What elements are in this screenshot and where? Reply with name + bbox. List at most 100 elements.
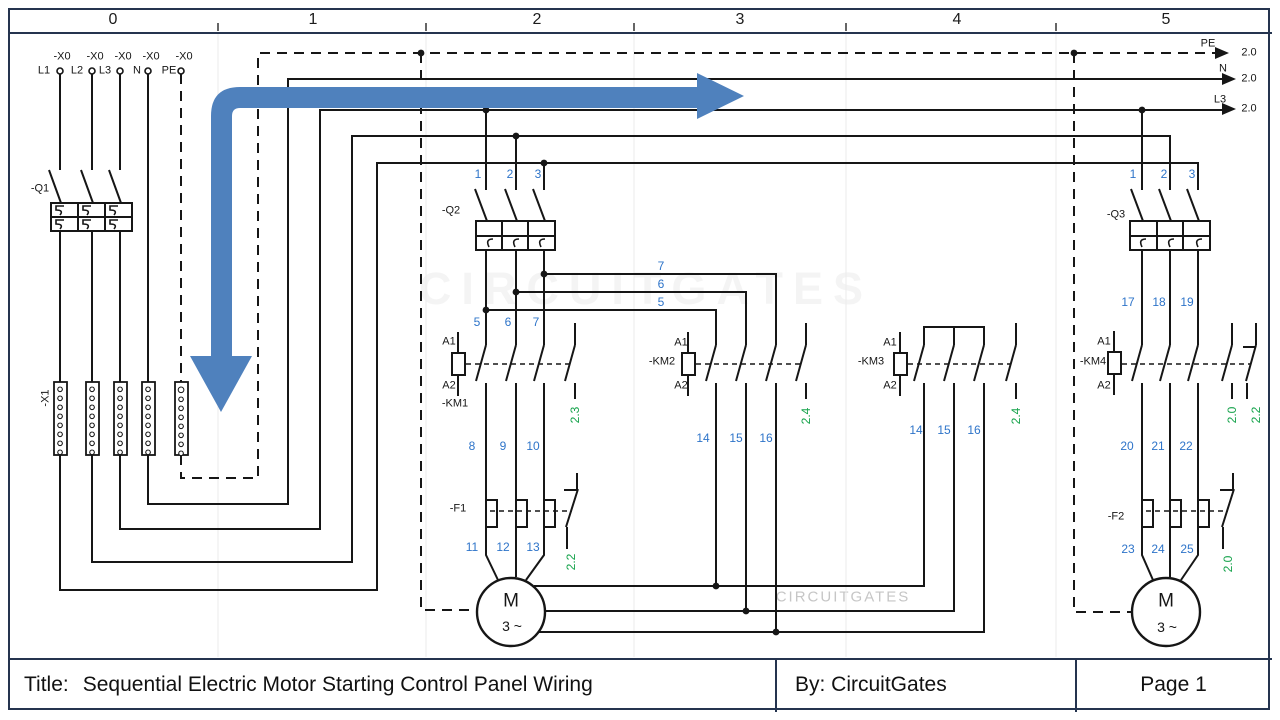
component-label: -Q3 [1106, 208, 1126, 221]
ruler-number: 3 [735, 11, 745, 28]
wire-number: 3 [534, 167, 542, 181]
motor-label: 3 ~ [502, 618, 522, 634]
component-label: 2.0 [1241, 72, 1257, 85]
titleblock-divider-1 [775, 658, 777, 712]
component-label: A2 [674, 379, 688, 392]
ruler-number: 0 [108, 11, 118, 28]
wire-number: 1 [1129, 167, 1137, 181]
motor-m1 [475, 576, 547, 648]
motor-m2 [1130, 576, 1202, 648]
wire-number: 18 [1152, 295, 1166, 309]
breaker-q1 [50, 202, 133, 232]
component-label: -Q1 [30, 182, 50, 195]
junction-dots [417, 49, 1146, 636]
component-label: N [133, 64, 141, 77]
wire-number: 9 [499, 439, 507, 453]
component-label: -F2 [1107, 510, 1125, 523]
motor-label: M [503, 590, 519, 612]
ruler-ticks [217, 23, 1057, 31]
component-label: A2 [883, 379, 897, 392]
titleblock-divider [8, 658, 1272, 660]
component-label: A2 [1097, 379, 1111, 392]
page-border [8, 8, 1270, 710]
wire-number: 15 [937, 423, 951, 437]
overload-f2 [1141, 499, 1210, 528]
wire-number: 11 [465, 540, 479, 554]
cross-reference: 2.0 [1221, 555, 1235, 573]
component-label: -X0 [114, 50, 132, 63]
wire-number: 14 [696, 431, 710, 445]
wire-number: 15 [729, 431, 743, 445]
titleblock-author: By: CircuitGates [795, 658, 947, 712]
motor-label: 3 ~ [1157, 619, 1177, 635]
wire-number: 16 [759, 431, 773, 445]
cross-reference: 2.2 [564, 553, 578, 571]
wire-number: 12 [496, 540, 510, 554]
wire-number: 14 [909, 423, 923, 437]
wire-number: 8 [468, 439, 476, 453]
cross-reference: 2.3 [568, 406, 582, 424]
wire-number: 5 [657, 295, 665, 309]
breaker-q2 [475, 220, 556, 251]
component-label: -X0 [142, 50, 160, 63]
cross-reference: 2.0 [1225, 406, 1239, 424]
component-label: A1 [883, 336, 897, 349]
wire-number: 25 [1180, 542, 1194, 556]
wire-number: 20 [1120, 439, 1134, 453]
component-label: A2 [442, 379, 456, 392]
wire-number: 16 [967, 423, 981, 437]
ruler-divider [8, 32, 1272, 34]
component-label: -X1 [39, 389, 52, 407]
wire-number: 6 [657, 277, 665, 291]
wire-number: 7 [657, 259, 665, 273]
wire-number: 19 [1180, 295, 1194, 309]
wire-number: 23 [1121, 542, 1135, 556]
component-label: A1 [1097, 335, 1111, 348]
wire-number: 17 [1121, 295, 1135, 309]
ruler-number: 2 [532, 11, 542, 28]
overload-f1 [485, 499, 556, 528]
component-label: PE [161, 64, 177, 77]
component-label: -KM1 [441, 397, 469, 410]
wire-number: 3 [1188, 167, 1196, 181]
component-label: PE [1200, 37, 1216, 50]
component-label: -KM3 [857, 355, 885, 368]
ruler-number: 1 [308, 11, 318, 28]
wire-number: 1 [474, 167, 482, 181]
component-label: L3 [98, 64, 112, 77]
mechanical-links [466, 363, 1251, 512]
component-label: -F1 [449, 502, 467, 515]
component-label: N [1219, 62, 1227, 75]
title-text: Sequential Electric Motor Starting Contr… [82, 673, 593, 696]
breaker-q3 [1129, 220, 1211, 251]
pe-wires [180, 52, 1215, 613]
watermark-large: CIRCUITGATES [418, 263, 874, 314]
wire-number: 5 [473, 315, 481, 329]
power-wires [48, 74, 1257, 633]
titleblock-title: Title: Sequential Electric Motor Startin… [24, 658, 593, 712]
wire-number: 2 [506, 167, 514, 181]
cross-reference: 2.4 [1009, 407, 1023, 425]
title-label: Title: [24, 673, 69, 696]
wire-number: 21 [1151, 439, 1165, 453]
flow-arrow [190, 73, 744, 412]
author-text: By: CircuitGates [795, 673, 947, 696]
component-label: A1 [674, 336, 688, 349]
continuation-arrows [1215, 47, 1236, 115]
component-label: -X0 [86, 50, 104, 63]
wire-number: 6 [504, 315, 512, 329]
component-label: A1 [442, 335, 456, 348]
wire-number: 7 [532, 315, 540, 329]
page-number: Page 1 [1140, 673, 1207, 696]
titleblock-divider-2 [1075, 658, 1077, 712]
contactor-coils [451, 331, 1122, 396]
component-label: 2.0 [1241, 46, 1257, 59]
component-label: -KM2 [648, 355, 676, 368]
terminal-block-x0 [56, 67, 185, 75]
component-label: -KM4 [1079, 355, 1107, 368]
ruler-number: 4 [952, 11, 962, 28]
wire-number: 2 [1160, 167, 1168, 181]
wire-number: 13 [526, 540, 540, 554]
component-label: -X0 [53, 50, 71, 63]
